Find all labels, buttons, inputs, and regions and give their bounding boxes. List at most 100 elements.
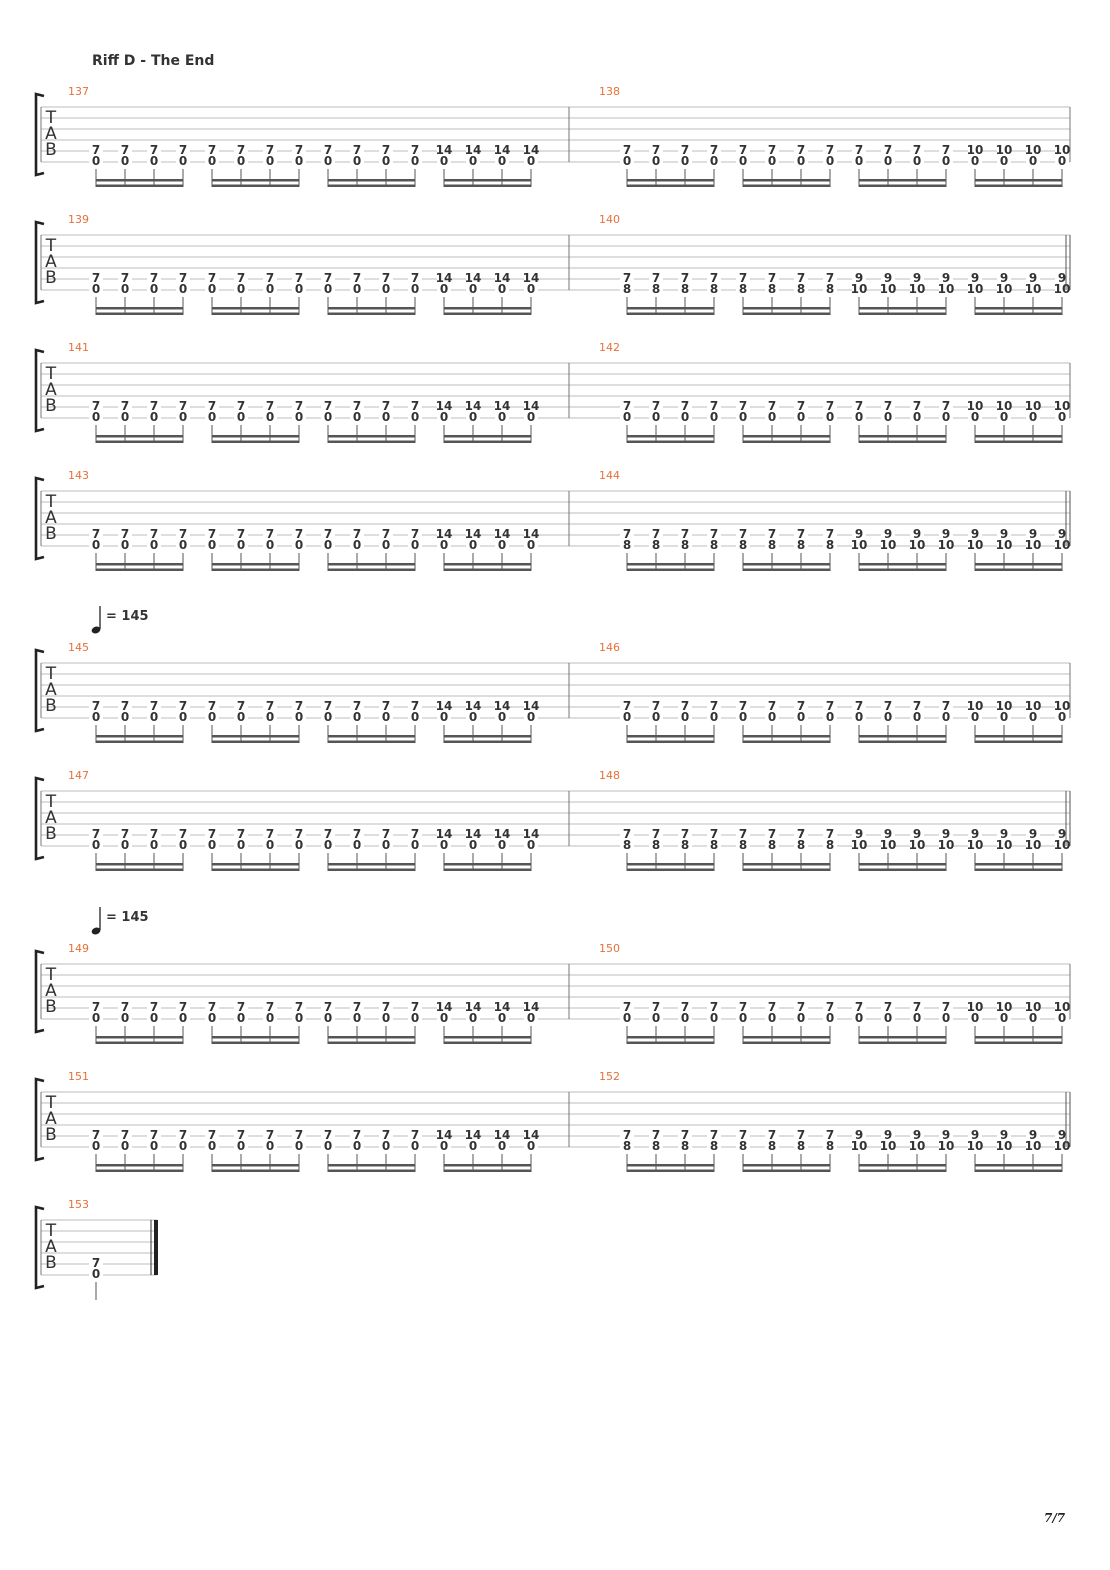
fret-number: 0 bbox=[121, 538, 129, 552]
tab-clef-letter: B bbox=[45, 997, 57, 1017]
tab-clef-letter: B bbox=[45, 524, 57, 544]
fret-background bbox=[823, 1128, 837, 1152]
fret-number: 0 bbox=[324, 1139, 332, 1153]
fret-number: 0 bbox=[768, 710, 776, 724]
fret-number: 0 bbox=[498, 1011, 506, 1025]
fret-number: 7 bbox=[121, 827, 129, 841]
fret-background bbox=[234, 399, 248, 423]
fret-number: 7 bbox=[121, 527, 129, 541]
fret-background bbox=[147, 1128, 161, 1152]
beam bbox=[96, 307, 183, 310]
fret-number: 0 bbox=[295, 1139, 303, 1153]
fret-number: 8 bbox=[710, 1139, 718, 1153]
fret-background bbox=[736, 1000, 750, 1024]
fret-number: 10 bbox=[967, 143, 984, 157]
fret-number: 7 bbox=[797, 827, 805, 841]
fret-number: 7 bbox=[855, 699, 863, 713]
fret-number: 0 bbox=[1000, 710, 1008, 724]
fret-number: 10 bbox=[851, 1139, 868, 1153]
fret-number: 0 bbox=[208, 410, 216, 424]
beam bbox=[96, 179, 183, 182]
fret-number: 0 bbox=[411, 538, 419, 552]
fret-number: 0 bbox=[971, 710, 979, 724]
fret-number: 10 bbox=[1025, 1000, 1042, 1014]
fret-number: 0 bbox=[295, 838, 303, 852]
fret-background bbox=[466, 527, 480, 551]
beam bbox=[96, 568, 183, 571]
fret-number: 14 bbox=[436, 1000, 453, 1014]
fret-number: 0 bbox=[942, 154, 950, 168]
fret-number: 14 bbox=[465, 143, 482, 157]
fret-number: 0 bbox=[913, 154, 921, 168]
fret-number: 7 bbox=[681, 399, 689, 413]
fret-number: 0 bbox=[208, 710, 216, 724]
fret-number: 7 bbox=[150, 699, 158, 713]
fret-number: 7 bbox=[797, 399, 805, 413]
fret-number: 0 bbox=[92, 1011, 100, 1025]
fret-background bbox=[707, 827, 721, 851]
beam bbox=[444, 735, 531, 738]
fret-number: 7 bbox=[942, 1000, 950, 1014]
fret-number: 0 bbox=[469, 838, 477, 852]
fret-background bbox=[881, 399, 895, 423]
measure-number: 140 bbox=[599, 213, 620, 226]
fret-background bbox=[321, 699, 335, 723]
fret-background bbox=[292, 1128, 306, 1152]
measure-number: 143 bbox=[68, 469, 89, 482]
fret-number: 0 bbox=[855, 1011, 863, 1025]
beam bbox=[859, 563, 946, 566]
beam bbox=[627, 184, 714, 187]
fret-background bbox=[794, 399, 808, 423]
fret-number: 7 bbox=[855, 1000, 863, 1014]
beam bbox=[444, 435, 531, 438]
fret-background bbox=[437, 1128, 451, 1152]
fret-background bbox=[495, 1000, 509, 1024]
fret-number: 0 bbox=[942, 710, 950, 724]
beam bbox=[212, 184, 299, 187]
beam bbox=[743, 868, 830, 871]
fret-number: 0 bbox=[1029, 1011, 1037, 1025]
fret-number: 0 bbox=[623, 410, 631, 424]
fret-background bbox=[794, 527, 808, 551]
fret-number: 0 bbox=[324, 410, 332, 424]
fret-background bbox=[1055, 143, 1069, 167]
beam bbox=[328, 435, 415, 438]
fret-background bbox=[678, 1000, 692, 1024]
fret-background bbox=[147, 143, 161, 167]
fret-number: 7 bbox=[121, 1128, 129, 1142]
fret-number: 7 bbox=[382, 827, 390, 841]
measure-number: 139 bbox=[68, 213, 89, 226]
fret-background bbox=[1026, 1000, 1040, 1024]
fret-background bbox=[852, 1000, 866, 1024]
tab-clef-letter: T bbox=[45, 792, 57, 812]
beam bbox=[743, 563, 830, 566]
fret-background bbox=[176, 271, 190, 295]
fret-background bbox=[881, 143, 895, 167]
fret-number: 0 bbox=[150, 538, 158, 552]
fret-number: 9 bbox=[971, 827, 979, 841]
beam bbox=[328, 868, 415, 871]
fret-background bbox=[495, 143, 509, 167]
beam bbox=[743, 1036, 830, 1039]
beam bbox=[212, 863, 299, 866]
fret-number: 0 bbox=[681, 154, 689, 168]
fret-number: 0 bbox=[826, 710, 834, 724]
fret-number: 7 bbox=[913, 699, 921, 713]
fret-number: 7 bbox=[623, 1128, 631, 1142]
fret-number: 10 bbox=[967, 699, 984, 713]
fret-number: 0 bbox=[353, 1011, 361, 1025]
fret-number: 7 bbox=[353, 1000, 361, 1014]
beam bbox=[444, 1164, 531, 1167]
fret-background bbox=[649, 271, 663, 295]
fret-number: 7 bbox=[150, 527, 158, 541]
fret-number: 10 bbox=[996, 282, 1013, 296]
beam bbox=[444, 1041, 531, 1044]
fret-background bbox=[823, 1000, 837, 1024]
fret-number: 9 bbox=[884, 271, 892, 285]
fret-number: 8 bbox=[826, 838, 834, 852]
fret-number: 10 bbox=[938, 282, 955, 296]
fret-number: 0 bbox=[208, 538, 216, 552]
beam bbox=[627, 1164, 714, 1167]
fret-number: 0 bbox=[179, 1011, 187, 1025]
